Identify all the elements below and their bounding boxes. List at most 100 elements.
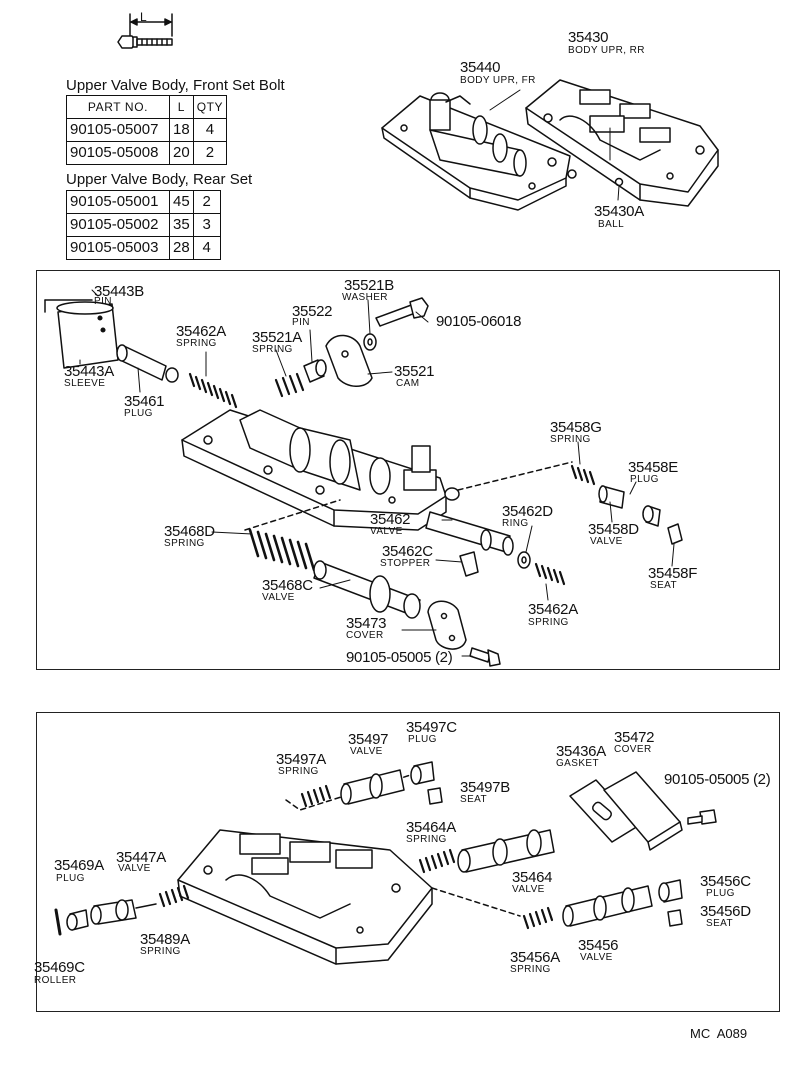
part-name-35458f: SEAT [650, 580, 677, 591]
sleeve-drawing [56, 301, 119, 369]
qty-cell: 4 [192, 236, 221, 260]
part-name-35443a: SLEEVE [64, 378, 106, 389]
part-name-35458g: SPRING [550, 434, 591, 445]
part-name-35521: CAM [396, 378, 420, 389]
part-name-35469c: ROLLER [34, 975, 77, 986]
part-number-35469c: 35469C [34, 959, 85, 976]
spring-35462a-bottom-drawing [534, 562, 566, 586]
bolt-dimension-icon [117, 13, 173, 49]
spring-35489a-drawing [158, 884, 190, 908]
part-name-35458d: VALVE [590, 536, 623, 547]
cover-35472-drawing [603, 771, 683, 851]
ring-drawing [517, 551, 531, 569]
part-number-35447a: 35447A [116, 849, 166, 866]
plug-35461-drawing [116, 344, 179, 383]
table-header-row: PART NO. L QTY [66, 95, 228, 119]
table-row: 90105-05002 35 3 [66, 213, 221, 237]
leader-lines [79, 89, 675, 657]
roller-drawing [54, 908, 62, 936]
upper-body-front-drawing [381, 92, 577, 211]
part-number-35468d: 35468D [164, 523, 215, 540]
part-number-35521b: 35521B [344, 277, 394, 294]
seat-35456d-drawing [667, 909, 683, 927]
assembly-guide-line [457, 461, 573, 491]
assembly-guide-line [244, 499, 341, 531]
seat-35458f-drawing [667, 523, 683, 545]
part-name-35489a: SPRING [140, 946, 181, 957]
spring-35456a-drawing [522, 906, 554, 930]
part-name-35468c: VALVE [262, 592, 295, 603]
part-number-35456c: 35456C [700, 873, 751, 890]
part-name-35440: BODY UPR, FR [460, 75, 536, 86]
part-name-35436a: GASKET [556, 758, 599, 769]
bolt-90105-06018-drawing [375, 297, 429, 327]
part-name-35462c: STOPPER [380, 558, 431, 569]
part-number-35443b: 35443B [94, 283, 144, 300]
valve-35468c-drawing [313, 560, 421, 619]
part-number-35472: 35472 [614, 729, 655, 746]
length-cell: 18 [169, 118, 194, 142]
part-name-35469a: PLUG [56, 873, 85, 884]
length-cell: 20 [169, 141, 194, 165]
valve-35497-drawing [340, 769, 405, 805]
part-number-35458g: 35458G [550, 419, 602, 436]
part-number-35497c: 35497C [406, 719, 457, 736]
part-name-35430a: BALL [598, 219, 625, 230]
part-number-cell: 90105-05002 [66, 213, 170, 237]
part-number-35461: 35461 [124, 393, 165, 410]
part-number-35468c: 35468C [262, 577, 313, 594]
part-number-35521: 35521 [394, 363, 435, 380]
front-bolt-table: PART NO. L QTY 90105-05007 18 4 90105-05… [66, 95, 228, 165]
part-number-35473: 35473 [346, 615, 387, 632]
part-number-35462: 35462 [370, 511, 411, 528]
part-number-cell: 90105-05001 [66, 190, 170, 214]
part-name-35447a: VALVE [118, 863, 151, 874]
dimension-label: L [140, 10, 147, 24]
spring-35458g-drawing [570, 464, 596, 486]
part-number-35458d: 35458D [588, 521, 639, 538]
qty-cell: 2 [192, 141, 228, 165]
header-length: L [169, 95, 194, 119]
part-number-35497: 35497 [348, 731, 389, 748]
qty-cell: 4 [192, 118, 228, 142]
length-cell: 28 [169, 236, 194, 260]
part-name-35497: VALVE [350, 746, 383, 757]
part-number-35521a: 35521A [252, 329, 302, 346]
part-name-35462a-bottom: SPRING [528, 617, 569, 628]
rear-bolt-table-title: Upper Valve Body, Rear Set [66, 171, 253, 188]
cam-drawing [325, 334, 373, 387]
part-number-35464a: 35464A [406, 819, 456, 836]
part-name-35462: VALVE [370, 526, 403, 537]
spring-35462a-top-drawing [188, 372, 238, 409]
part-name-35522: PIN [292, 317, 310, 328]
diagram-code: MC A089 [690, 1026, 748, 1041]
part-number-35497b: 35497B [460, 779, 510, 796]
part-number-35462d: 35462D [502, 503, 553, 520]
part-number-35458e: 35458E [628, 459, 678, 476]
pin-35522-drawing [303, 359, 327, 383]
seat-35497b-drawing [427, 787, 443, 805]
part-name-35497a: SPRING [278, 766, 319, 777]
plug-35497c-drawing [410, 761, 435, 785]
part-number-35456d: 35456D [700, 903, 751, 920]
part-name-35456d: SEAT [706, 918, 733, 929]
part-number-35456: 35456 [578, 937, 619, 954]
part-number-35522: 35522 [292, 303, 333, 320]
bolt-90105-05005-rear-drawing [687, 809, 717, 825]
upper-body-rear-drawing [525, 79, 719, 207]
plug-35456c-drawing [658, 879, 683, 903]
table-row: 90105-05003 28 4 [66, 236, 221, 260]
part-name-35464: VALVE [512, 884, 545, 895]
part-number-35443a: 35443A [64, 363, 114, 380]
length-cell: 35 [169, 213, 194, 237]
part-number-35497a: 35497A [276, 751, 326, 768]
part-number-cell: 90105-05008 [66, 141, 170, 165]
valve-35447a-drawing [90, 899, 157, 925]
header-part-no: PART NO. [66, 95, 170, 119]
part-name-35456: VALVE [580, 952, 613, 963]
part-number-35462c: 35462C [382, 543, 433, 560]
part-name-35456a: SPRING [510, 964, 551, 975]
part-name-35521a: SPRING [252, 344, 293, 355]
part-name-35458e: PLUG [630, 474, 659, 485]
